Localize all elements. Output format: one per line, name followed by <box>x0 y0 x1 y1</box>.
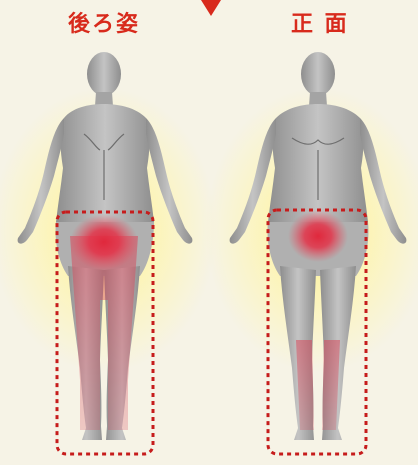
front-neck <box>309 92 327 106</box>
front-shin-pain-area <box>296 340 340 430</box>
back-head <box>87 52 121 96</box>
front-view-figure <box>230 52 407 454</box>
back-neck <box>95 92 113 106</box>
back-view-figure <box>18 52 193 454</box>
back-hip-pain-spot <box>70 214 138 270</box>
back-torso <box>56 104 154 222</box>
front-head <box>301 52 335 96</box>
front-hip-pain-spot <box>288 210 348 262</box>
